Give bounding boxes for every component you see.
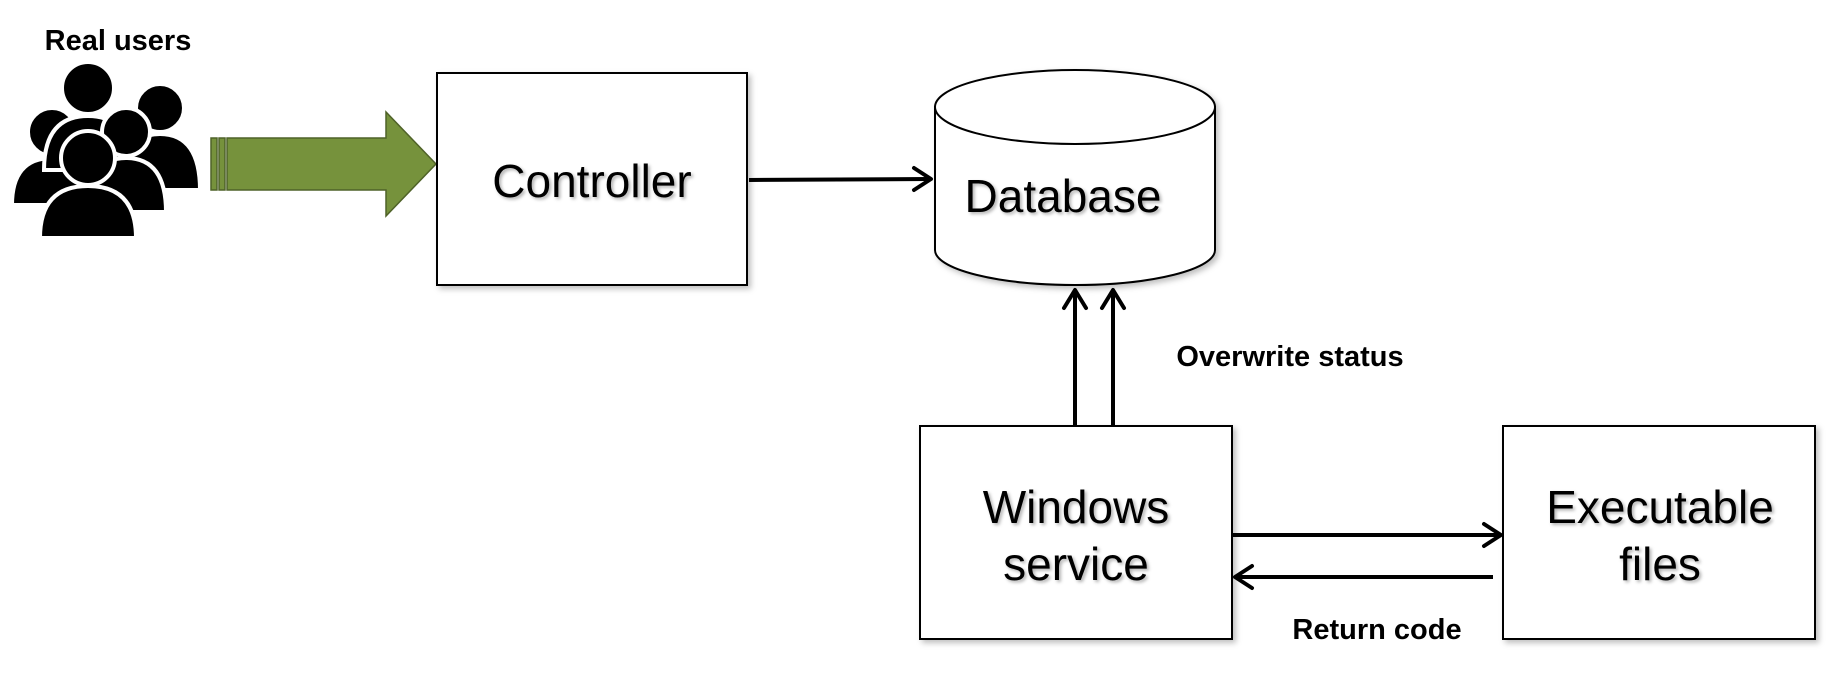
users-group-icon	[9, 60, 203, 240]
executable-files-label-line2: files	[1619, 538, 1701, 590]
database-label: Database	[965, 170, 1162, 222]
controller-to-database-arrow	[748, 166, 933, 192]
windows-service-label-line1: Windows	[983, 481, 1170, 533]
executable-files-label-line1: Executable	[1546, 481, 1774, 533]
service-to-executable-arrow	[1233, 522, 1503, 548]
controller-box	[436, 72, 748, 286]
overwrite-status-label: Overwrite status	[1176, 341, 1403, 373]
executable-files-box	[1502, 425, 1816, 640]
database-cylinder	[934, 69, 1216, 286]
windows-service-box	[919, 425, 1233, 640]
controller-label: Controller	[492, 155, 691, 207]
windows-service-to-database-arrows	[1062, 288, 1126, 425]
block-arrow-right-icon	[210, 110, 438, 218]
executable-to-service-arrow	[1233, 564, 1493, 590]
windows-service-label-line2: service	[1003, 538, 1149, 590]
real-users-label: Real users	[45, 25, 192, 57]
return-code-label: Return code	[1292, 614, 1461, 646]
